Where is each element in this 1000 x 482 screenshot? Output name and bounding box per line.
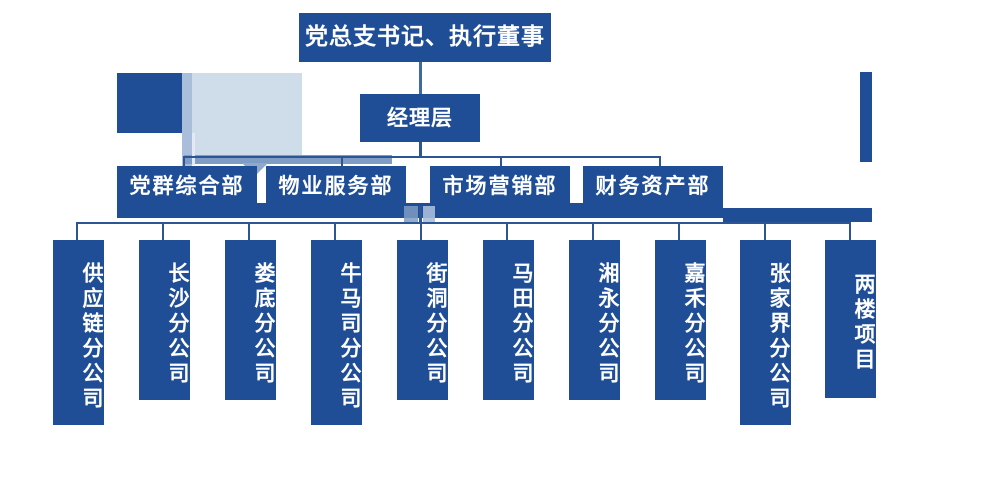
callout-strip: [184, 155, 392, 164]
connector-drop-branch-9: [764, 222, 766, 240]
node-branch-4[interactable]: 牛马司分公司: [311, 240, 362, 425]
node-department-2[interactable]: 物业服务部: [266, 166, 406, 206]
node-branch-8[interactable]: 嘉禾分公司: [655, 240, 706, 400]
node-management[interactable]: 经理层: [360, 94, 480, 142]
connector-mgmt-drop: [419, 142, 422, 158]
connector-drop-dept-4: [659, 156, 661, 166]
connector-drop-branch-6: [506, 222, 508, 240]
connector-drop-branch-10: [849, 222, 851, 240]
connector-drop-dept-3: [500, 156, 502, 166]
connector-drop-branch-1: [76, 222, 78, 240]
connector-drop-branch-5: [420, 222, 422, 240]
node-branch-6[interactable]: 马田分公司: [483, 240, 534, 400]
connector-drop-branch-3: [248, 222, 250, 240]
node-branch-1[interactable]: 供应链分公司: [53, 240, 104, 425]
connector-drop-dept-1: [183, 156, 185, 166]
connector-branch-feed: [419, 206, 422, 224]
node-branch-3[interactable]: 娄底分公司: [225, 240, 276, 400]
node-branch-5[interactable]: 街洞分公司: [397, 240, 448, 400]
node-branch-2[interactable]: 长沙分公司: [139, 240, 190, 400]
node-branch-7[interactable]: 湘永分公司: [569, 240, 620, 400]
node-executive[interactable]: 党总支书记、执行董事: [299, 13, 551, 62]
connector-drop-branch-4: [334, 222, 336, 240]
connector-drop-branch-2: [162, 222, 164, 240]
callout-left-edge: [182, 73, 192, 168]
connector-feed-highlight-2: [423, 206, 435, 224]
connector-feed-highlight: [404, 206, 418, 224]
connector-dept-bus: [183, 156, 661, 158]
connector-drop-branch-8: [678, 222, 680, 240]
connector-branch-bus: [76, 222, 850, 224]
node-branch-9[interactable]: 张家界分公司: [740, 240, 791, 425]
connector-exec-to-mgmt: [419, 62, 422, 94]
connector-right-pipe: [860, 72, 872, 162]
node-department-4[interactable]: 财务资产部: [583, 166, 723, 206]
decorative-block: [117, 73, 182, 133]
connector-drop-dept-2: [341, 156, 343, 166]
connector-band-right: [723, 208, 872, 222]
connector-drop-branch-7: [592, 222, 594, 240]
node-department-3[interactable]: 市场营销部: [430, 166, 570, 206]
node-department-1[interactable]: 党群综合部: [117, 166, 257, 206]
callout-body: [192, 73, 302, 155]
callout-guide-line: [192, 133, 195, 165]
node-branch-10[interactable]: 两楼项目: [825, 240, 876, 398]
